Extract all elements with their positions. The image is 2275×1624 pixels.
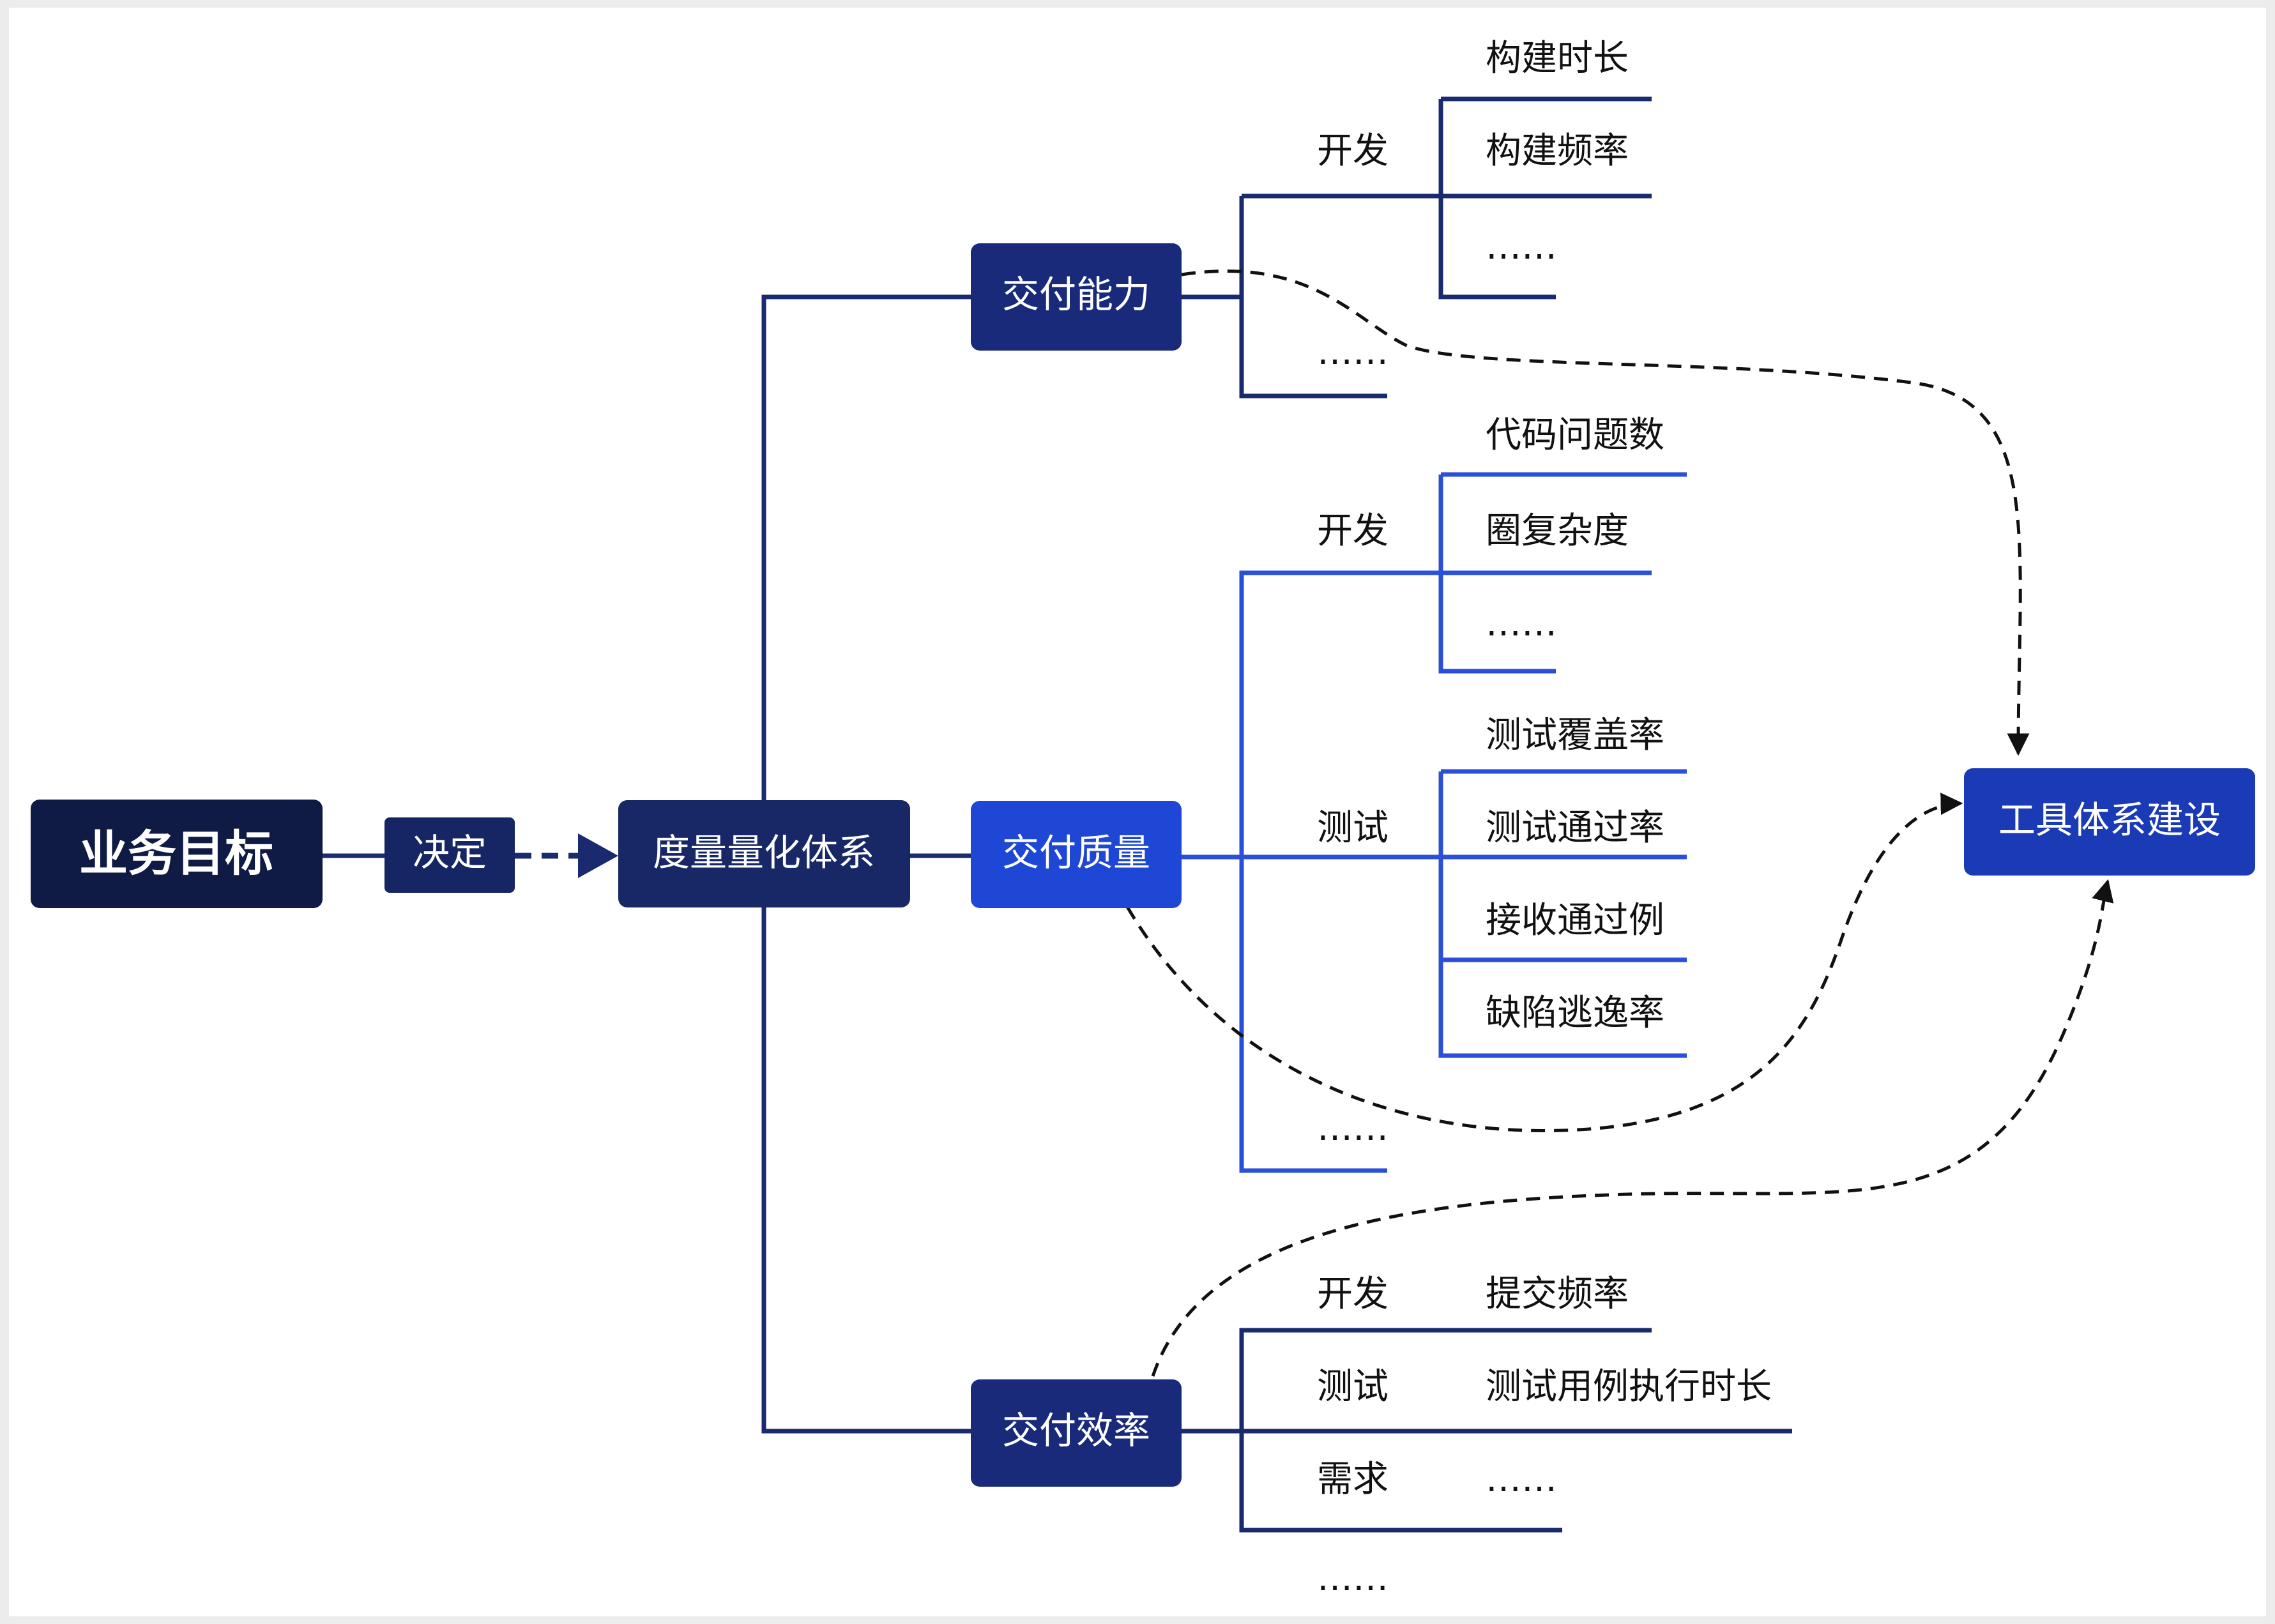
quality-dev-item-2: 圈复杂度 [1486, 510, 1629, 552]
quality-dev-item-1: 代码问题数 [1486, 414, 1664, 456]
efficiency-more: …… [1317, 1558, 1389, 1599]
efficiency-row-2-item: 测试用例执行时长 [1486, 1366, 1772, 1408]
quality-more: …… [1317, 1107, 1389, 1149]
node-decide[interactable]: 决定 [384, 817, 515, 893]
node-delivery-capability[interactable]: 交付能力 [971, 243, 1182, 351]
capability-to-tool-curve [1181, 269, 2030, 756]
delivery-efficiency-label: 交付效率 [1002, 1409, 1150, 1452]
quality-labels: 开发 代码问题数 圈复杂度 …… 测试 测试覆盖率 测试通过率 接收通过例 缺陷… [1317, 414, 1664, 1149]
quality-test-item-1: 测试覆盖率 [1486, 715, 1664, 756]
node-tool-system[interactable]: 工具体系建设 [1964, 768, 2255, 876]
quality-test-item-3: 接收通过例 [1486, 900, 1664, 941]
efficiency-connectors [1182, 1328, 1792, 1533]
efficiency-row-1-label: 开发 [1317, 1273, 1389, 1315]
quality-dev-item-3: …… [1486, 603, 1557, 644]
business-goal-label: 业务目标 [79, 825, 273, 882]
quality-dev-label: 开发 [1317, 510, 1389, 552]
efficiency-row-3-label: 需求 [1317, 1459, 1389, 1500]
node-metric-system[interactable]: 度量量化体系 [618, 800, 910, 907]
capability-item-1: 构建时长 [1486, 38, 1629, 79]
metric-system-label: 度量量化体系 [653, 831, 875, 874]
decide-label: 决定 [413, 831, 487, 874]
quality-test-item-2: 测试通过率 [1486, 807, 1664, 849]
decide-arrowhead [578, 833, 618, 878]
efficiency-row-3-item: …… [1486, 1459, 1557, 1500]
delivery-quality-label: 交付质量 [1002, 831, 1150, 874]
efficiency-labels: 开发 提交频率 测试 测试用例执行时长 需求 …… …… [1317, 1273, 1772, 1599]
capability-item-3: …… [1486, 226, 1557, 268]
delivery-capability-label: 交付能力 [1002, 273, 1150, 316]
efficiency-to-tool-curve [1151, 879, 2114, 1377]
capability-item-2: 构建频率 [1486, 130, 1629, 172]
quality-connectors [1182, 472, 1687, 1173]
node-delivery-efficiency[interactable]: 交付效率 [971, 1379, 1182, 1487]
quality-test-label: 测试 [1317, 807, 1389, 849]
efficiency-row-2-label: 测试 [1317, 1366, 1389, 1408]
node-delivery-quality[interactable]: 交付质量 [971, 801, 1182, 908]
dashed-curves [1125, 269, 2114, 1377]
quality-to-tool-curve [1125, 793, 1963, 1133]
efficiency-row-1-item: 提交频率 [1486, 1273, 1629, 1315]
quality-test-item-4: 缺陷逃逸率 [1486, 992, 1664, 1034]
capability-more: …… [1317, 331, 1389, 373]
capability-connectors [1182, 96, 1652, 398]
node-business-goal[interactable]: 业务目标 [31, 800, 323, 908]
capability-labels: 开发 构建时长 构建频率 …… …… [1317, 38, 1629, 373]
tool-system-label: 工具体系建设 [1998, 798, 2221, 842]
capability-dev-label: 开发 [1317, 130, 1389, 172]
